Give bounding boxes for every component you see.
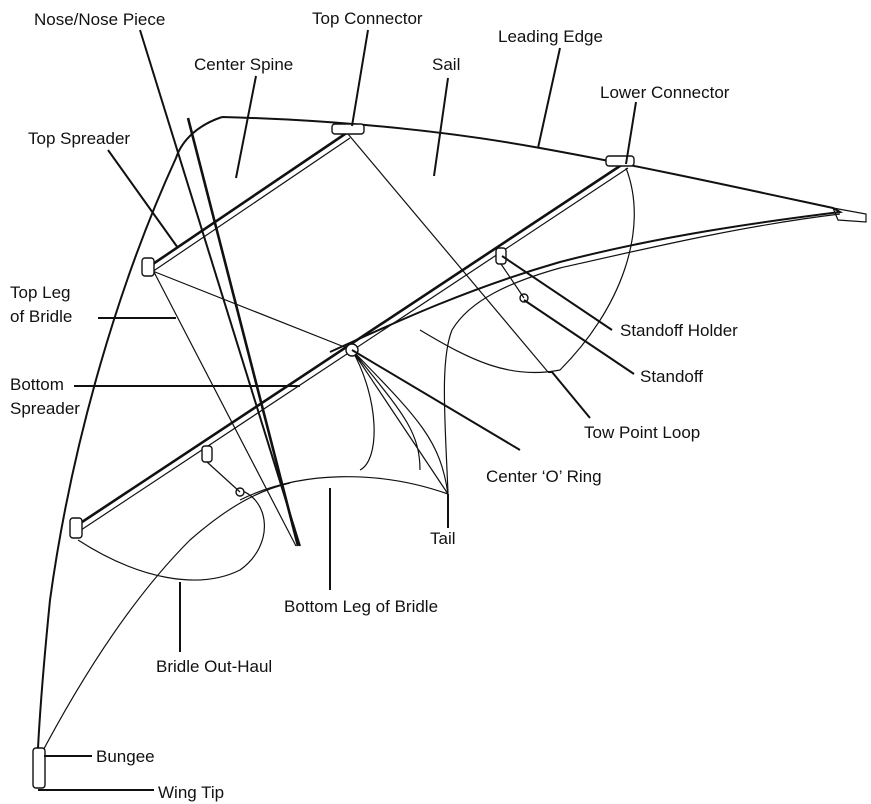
bridle-lines	[351, 349, 449, 495]
bridle-out-haul	[77, 489, 265, 581]
center-spine	[186, 117, 300, 547]
standoff-holder-left	[201, 445, 213, 463]
leader-leading-edge	[537, 47, 561, 149]
label-sail: Sail	[432, 55, 460, 74]
top-leg-of-bridle	[149, 269, 353, 351]
label-center-o-ring: Center ‘O’ Ring	[486, 467, 602, 486]
label-standoff: Standoff	[640, 367, 703, 386]
label-top-leg-line2: of Bridle	[10, 307, 72, 326]
sail-outline	[37, 116, 844, 749]
wing-tip-left	[32, 747, 46, 789]
label-top-spreader: Top Spreader	[28, 129, 130, 148]
wing-tip-right	[832, 207, 867, 223]
standoff-holder-right	[495, 247, 507, 265]
label-tail: Tail	[430, 529, 456, 548]
leader-lower-connector	[625, 101, 637, 165]
label-bungee: Bungee	[96, 747, 155, 766]
leader-center-o-ring	[351, 349, 521, 451]
label-nose: Nose/Nose Piece	[34, 10, 165, 29]
label-bottom-spreader-line1: Bottom	[10, 375, 64, 394]
leader-top-spreader	[107, 149, 179, 249]
tow-point-line	[347, 133, 549, 373]
sail-trailing-edge-left	[37, 482, 291, 761]
kite-drawing	[32, 116, 867, 789]
leader-tow-point-loop	[548, 371, 591, 419]
leader-nose	[139, 29, 301, 547]
labels: Nose/Nose Piece Top Connector Center Spi…	[10, 9, 738, 802]
label-bottom-leg: Bottom Leg of Bridle	[284, 597, 438, 616]
label-top-leg-line1: Top Leg	[10, 283, 71, 302]
leader-lines	[38, 29, 637, 791]
top-connector	[331, 123, 365, 135]
label-bridle-out-haul: Bridle Out-Haul	[156, 657, 272, 676]
lower-connector	[605, 155, 635, 167]
label-lower-connector: Lower Connector	[600, 83, 730, 102]
label-standoff-holder: Standoff Holder	[620, 321, 738, 340]
label-leading-edge: Leading Edge	[498, 27, 603, 46]
label-center-spine: Center Spine	[194, 55, 293, 74]
top-spreader-fitting	[141, 257, 155, 277]
leader-center-spine	[235, 75, 257, 179]
label-bottom-spreader-line2: Spreader	[10, 399, 80, 418]
leader-standoff-holder	[501, 255, 613, 331]
bridle-out-haul-right	[419, 167, 635, 374]
leader-sail	[433, 77, 449, 177]
bottom-leg-of-bridle	[239, 476, 449, 501]
label-wing-tip: Wing Tip	[158, 783, 224, 802]
leader-top-connector	[351, 29, 369, 127]
label-tow-point-loop: Tow Point Loop	[584, 423, 700, 442]
bottom-spreader-fitting	[69, 517, 83, 539]
leader-standoff	[523, 299, 635, 375]
top-spreader	[149, 130, 349, 268]
label-top-connector: Top Connector	[312, 9, 423, 28]
